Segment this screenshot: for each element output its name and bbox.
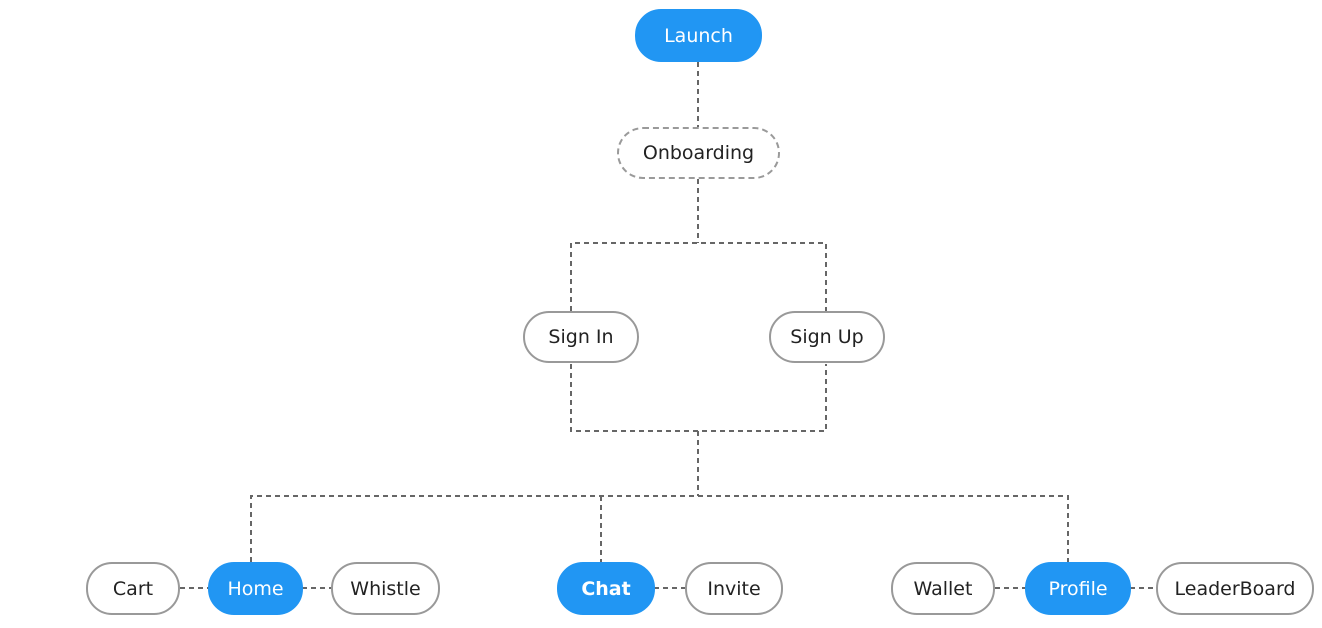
connector-tabs-branch bbox=[250, 495, 1069, 562]
launch-node[interactable]: Launch bbox=[635, 9, 762, 62]
invite-node[interactable]: Invite bbox=[685, 562, 783, 615]
home-node[interactable]: Home bbox=[208, 562, 303, 615]
wallet-node[interactable]: Wallet bbox=[891, 562, 995, 615]
cart-node[interactable]: Cart bbox=[86, 562, 180, 615]
sign-in-node[interactable]: Sign In bbox=[523, 311, 639, 363]
chat-node[interactable]: Chat bbox=[557, 562, 655, 615]
connector-auth-branch bbox=[570, 242, 827, 311]
whistle-node[interactable]: Whistle bbox=[331, 562, 440, 615]
profile-node[interactable]: Profile bbox=[1025, 562, 1131, 615]
leaderboard-node[interactable]: LeaderBoard bbox=[1156, 562, 1314, 615]
sign-up-node[interactable]: Sign Up bbox=[769, 311, 885, 363]
onboarding-node[interactable]: Onboarding bbox=[617, 127, 780, 179]
connector-auth-merge bbox=[570, 364, 827, 432]
